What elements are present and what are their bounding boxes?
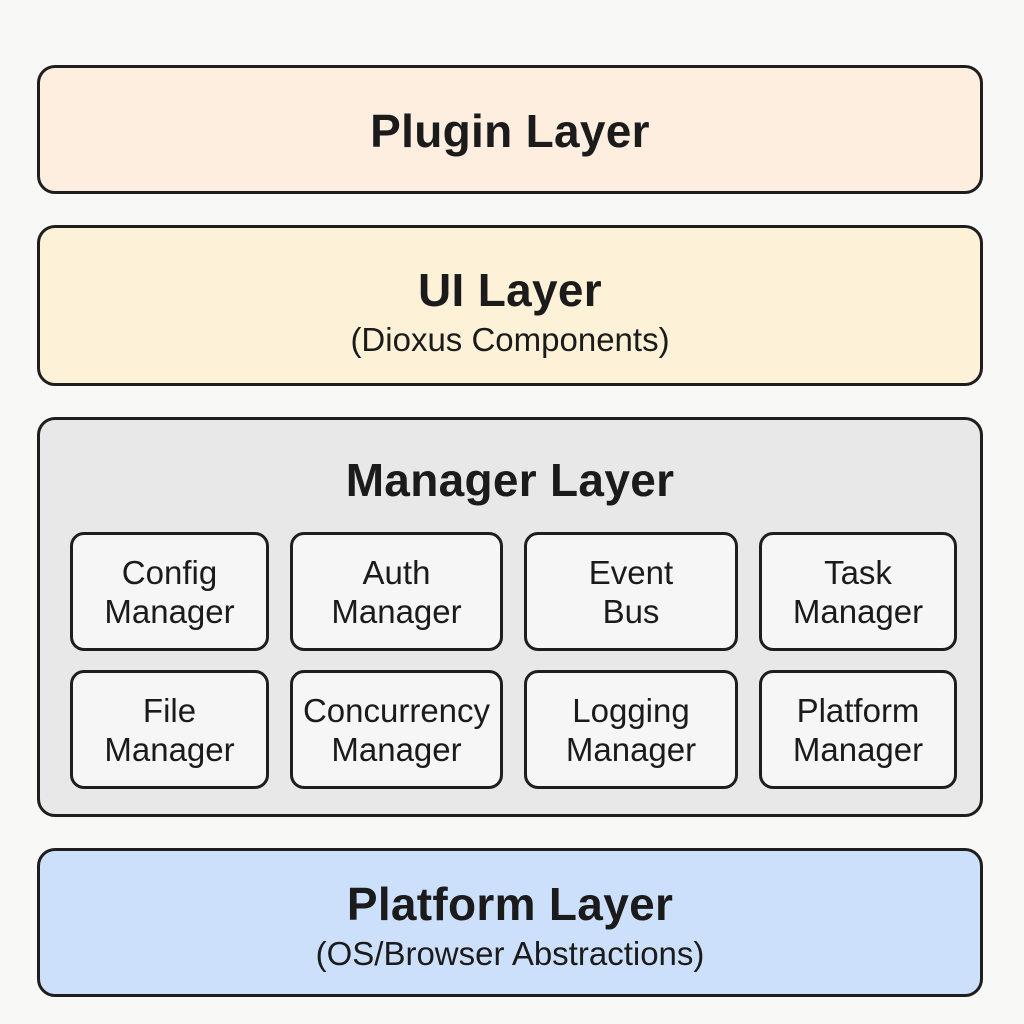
module-label-line1: Event [588,553,674,591]
module-label-line2: Manager [331,730,462,768]
platform-layer-subtitle: (OS/Browser Abstractions) [315,935,705,972]
module-label-line2: Manager [565,730,697,768]
manager-layer-box: Manager Layer Config Manager Auth Manage… [37,417,983,817]
concurrency-manager-box: Concurrency Manager [290,670,503,789]
module-label-line1: Auth [362,553,431,591]
task-manager-box: Task Manager [759,532,957,651]
plugin-layer-title: Plugin Layer [370,105,650,157]
module-label-line1: File [142,691,197,729]
ui-layer-subtitle: (Dioxus Components) [350,321,670,358]
module-label-line1: Concurrency [302,691,491,729]
module-label-line1: Task [824,553,892,591]
module-label-line1: Config [121,553,218,591]
platform-layer-box: Platform Layer (OS/Browser Abstractions) [37,848,983,997]
auth-manager-box: Auth Manager [290,532,503,651]
platform-manager-box: Platform Manager [759,670,957,789]
manager-layer-title: Manager Layer [345,454,675,506]
logging-manager-box: Logging Manager [524,670,738,789]
module-label-line1: Logging [572,691,690,729]
module-label-line2: Manager [104,730,235,768]
ui-layer-box: UI Layer (Dioxus Components) [37,225,983,386]
file-manager-box: File Manager [70,670,269,789]
module-label-line1: Platform [796,691,920,729]
module-label-line2: Manager [104,592,235,630]
ui-layer-title: UI Layer [418,264,602,316]
module-label-line2: Manager [331,592,462,630]
plugin-layer-box: Plugin Layer [37,65,983,194]
event-bus-box: Event Bus [524,532,738,651]
module-label-line2: Manager [792,592,924,630]
module-label-line2: Manager [792,730,924,768]
module-label-line2: Bus [602,592,660,630]
config-manager-box: Config Manager [70,532,269,651]
platform-layer-title: Platform Layer [346,878,674,930]
